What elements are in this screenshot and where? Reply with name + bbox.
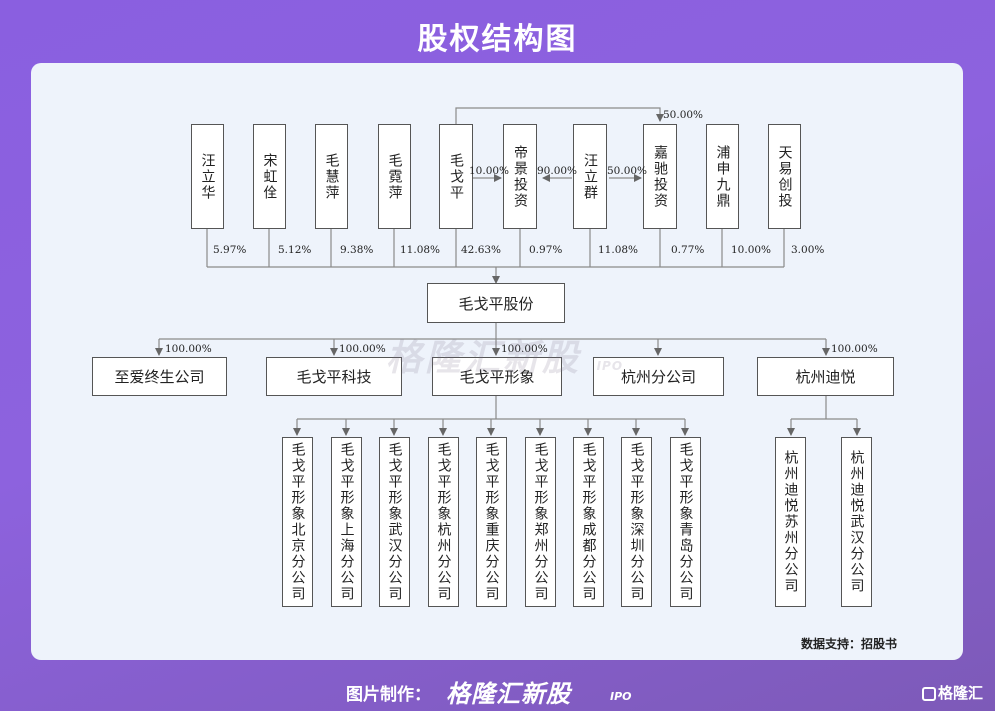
shareholder-box: 浦申九鼎 — [706, 124, 739, 229]
shareholder-box: 天易创投 — [768, 124, 801, 229]
footer-credit: 图片制作： — [346, 685, 431, 705]
watermark: 格隆汇新股 IPO — [386, 338, 624, 379]
branch-box: 毛戈平形象成都分公司 — [573, 437, 604, 607]
subsidiary-stake-label: 100.00% — [831, 343, 878, 355]
stake-label: 0.77% — [671, 244, 705, 256]
page-title: 股权结构图 — [417, 22, 578, 57]
branch-box: 毛戈平形象武汉分公司 — [379, 437, 410, 607]
footer-logo: 格隆汇 — [921, 682, 983, 703]
cross-stake-label: 90.00% — [537, 165, 578, 177]
shareholder-box: 汪立群 — [573, 124, 607, 229]
subsidiary-box: 至爱终生公司 — [92, 357, 227, 396]
branch-box: 毛戈平形象北京分公司 — [282, 437, 313, 607]
company-box: 毛戈平股份 — [427, 283, 565, 323]
stake-label: 0.97% — [529, 244, 563, 256]
cross-stake-label: 10.00% — [469, 165, 510, 177]
stake-label: 11.08% — [400, 244, 441, 256]
shareholder-box: 宋虹佺 — [253, 124, 286, 229]
branch-box: 毛戈平形象青岛分公司 — [670, 437, 701, 607]
stake-label: 10.00% — [731, 244, 772, 256]
branch-box: 杭州迪悦苏州分公司 — [775, 437, 806, 607]
footer: 图片制作： 格隆汇新股 IPO 格隆汇 — [0, 668, 995, 711]
shareholder-box: 帝景投资 — [503, 124, 537, 229]
cross-stake-label: 50.00% — [663, 109, 704, 121]
subsidiary-stake-label: 100.00% — [339, 343, 386, 355]
stake-label: 42.63% — [461, 244, 502, 256]
stake-label: 11.08% — [598, 244, 639, 256]
shareholder-box: 汪立华 — [191, 124, 224, 229]
cross-stake-label: 50.00% — [607, 165, 648, 177]
connector-lines — [155, 107, 861, 436]
stake-label: 9.38% — [340, 244, 374, 256]
stake-label: 5.97% — [213, 244, 247, 256]
footer-brand: 格隆汇新股 — [446, 680, 571, 708]
subsidiary-box: 毛戈平形象 — [432, 357, 562, 396]
branch-box: 毛戈平形象杭州分公司 — [428, 437, 459, 607]
subsidiary-box: 杭州分公司 — [593, 357, 724, 396]
stake-label: 5.12% — [278, 244, 312, 256]
shareholder-box: 毛霓萍 — [378, 124, 411, 229]
logo-icon — [921, 687, 936, 701]
stake-label: 3.00% — [791, 244, 825, 256]
subsidiary-box: 杭州迪悦 — [757, 357, 894, 396]
branch-box: 毛戈平形象重庆分公司 — [476, 437, 507, 607]
branch-box: 毛戈平形象深圳分公司 — [621, 437, 652, 607]
shareholder-box: 毛戈平 — [439, 124, 473, 229]
shareholder-box: 毛慧萍 — [315, 124, 348, 229]
branch-box: 杭州迪悦武汉分公司 — [841, 437, 872, 607]
branch-box: 毛戈平形象上海分公司 — [331, 437, 362, 607]
diagram-panel: 汪立华 宋虹佺 毛慧萍 毛霓萍 毛戈平 帝景投资 汪立群 嘉驰投资 浦申九鼎 天… — [31, 63, 963, 660]
footer-ipo: IPO — [610, 690, 632, 703]
subsidiary-stake-label: 100.00% — [501, 343, 548, 355]
source-note: 数据支持：招股书 — [800, 637, 897, 651]
shareholder-box: 嘉驰投资 — [643, 124, 677, 229]
subsidiary-box: 毛戈平科技 — [266, 357, 402, 396]
branch-box: 毛戈平形象郑州分公司 — [525, 437, 556, 607]
subsidiary-stake-label: 100.00% — [165, 343, 212, 355]
